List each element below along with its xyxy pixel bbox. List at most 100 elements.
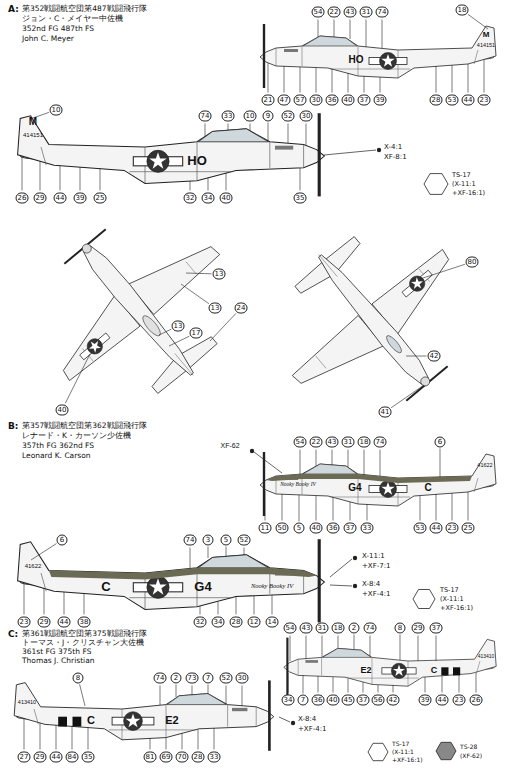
paint-pointers <box>250 148 381 725</box>
callout-number: 18 <box>332 623 345 634</box>
leader-line <box>254 596 255 615</box>
leader-line <box>436 494 437 521</box>
callout-number: 31 <box>342 437 355 448</box>
callout-number: 56 <box>372 695 385 706</box>
note-text: X-8:4 <box>298 716 316 723</box>
drawing-part <box>18 539 325 622</box>
callout-number: 10 <box>50 105 63 116</box>
note-text: +XF-16:1) <box>440 605 473 612</box>
callout-number: 40 <box>327 695 340 706</box>
callout-number: 33 <box>222 111 235 122</box>
callout-number: 42 <box>387 695 400 706</box>
note-text: B: <box>8 422 18 431</box>
callout-number: 43 <box>326 437 339 448</box>
note-text: John C. Meyer <box>22 35 74 43</box>
leader-line <box>190 548 191 569</box>
leader-line <box>425 677 426 693</box>
callout-number: 74 <box>364 623 377 634</box>
leader-line <box>40 161 41 191</box>
callout-number: 29 <box>412 623 425 634</box>
leader-line <box>333 497 334 521</box>
leader-line <box>24 718 25 750</box>
leader-line <box>299 495 300 522</box>
leader-line <box>306 636 307 660</box>
leader-line <box>210 313 236 341</box>
leader-line <box>468 492 469 521</box>
aircraft-marking: C <box>87 715 95 726</box>
leader-line <box>31 544 57 561</box>
aircraft-marking: 414151 <box>477 43 495 49</box>
drawing-part <box>58 717 81 727</box>
leader-line <box>244 548 245 556</box>
drawing-part <box>14 680 274 750</box>
callout-number: 74 <box>154 673 167 684</box>
leader-line <box>208 685 209 695</box>
leader-line <box>88 727 89 750</box>
callout-number: 74 <box>199 111 212 122</box>
callout-number: 40 <box>220 193 233 204</box>
callout-number: 37 <box>357 695 370 706</box>
drawing-part <box>353 556 357 560</box>
callout-number: 33 <box>208 752 221 763</box>
callout-number: 26 <box>16 193 29 204</box>
callout-number: 35 <box>82 752 95 763</box>
aircraft-marking: E2 <box>360 666 371 675</box>
note-text: TS-17 <box>452 172 471 179</box>
leader-line <box>22 156 23 191</box>
callout-number: 22 <box>310 437 323 448</box>
callout-number: 11 <box>259 523 272 534</box>
leader-line <box>364 76 365 93</box>
callout-number: 70 <box>176 752 189 763</box>
leader-line <box>468 14 488 29</box>
leader-line <box>363 682 364 693</box>
callout-number: 31 <box>316 623 329 634</box>
callout-number: 43 <box>344 7 357 18</box>
leader-line <box>64 592 65 615</box>
leader-line <box>406 356 427 357</box>
callout-number: 57 <box>294 95 307 106</box>
aircraft-marking: C <box>101 580 110 593</box>
callout-number: 36 <box>312 695 325 706</box>
callout-number: 6 <box>57 535 68 546</box>
drawing-part <box>260 452 496 516</box>
aircraft-marking: 413410 <box>18 700 36 706</box>
note-text: (X-11:1 <box>392 749 414 755</box>
callout-number: 54 <box>312 7 325 18</box>
leader-line <box>190 181 191 191</box>
callout-number: 39 <box>419 695 432 706</box>
leader-line <box>354 635 355 650</box>
aircraft-marking: M <box>483 31 490 39</box>
drawing-part <box>284 638 496 696</box>
note-text: X-4:1 <box>384 144 402 151</box>
callout-number: 25 <box>94 193 107 204</box>
leader-line <box>166 738 167 750</box>
callout-number: 39 <box>374 95 387 106</box>
callout-number: 8 <box>73 673 84 684</box>
callout-number: 41 <box>379 407 392 418</box>
callout-number: 7 <box>203 673 214 684</box>
profile-c-right <box>284 638 496 696</box>
leader-line <box>186 273 212 275</box>
leader-line <box>40 723 41 750</box>
leader-line <box>56 725 57 750</box>
leader-line <box>332 69 333 93</box>
leader-line <box>192 686 193 696</box>
aircraft-marking: HO <box>187 154 207 167</box>
leader-line <box>80 167 81 191</box>
leader-line <box>226 173 227 191</box>
leader-line <box>268 63 269 93</box>
leader-line <box>322 636 323 658</box>
callout-number: 21 <box>262 95 275 106</box>
callout-number: 18 <box>456 5 469 16</box>
callout-number: 28 <box>192 752 205 763</box>
leader-line <box>214 728 215 750</box>
callout-number: 29 <box>34 752 47 763</box>
leader-line <box>300 67 301 93</box>
bottom-view <box>9 182 269 438</box>
aircraft-marking: Nooky Booky IV <box>280 482 316 488</box>
leader-line <box>380 77 381 93</box>
callout-number: 40 <box>310 523 323 534</box>
callout-number: 26 <box>470 695 483 706</box>
callout-number: 74 <box>376 7 389 18</box>
